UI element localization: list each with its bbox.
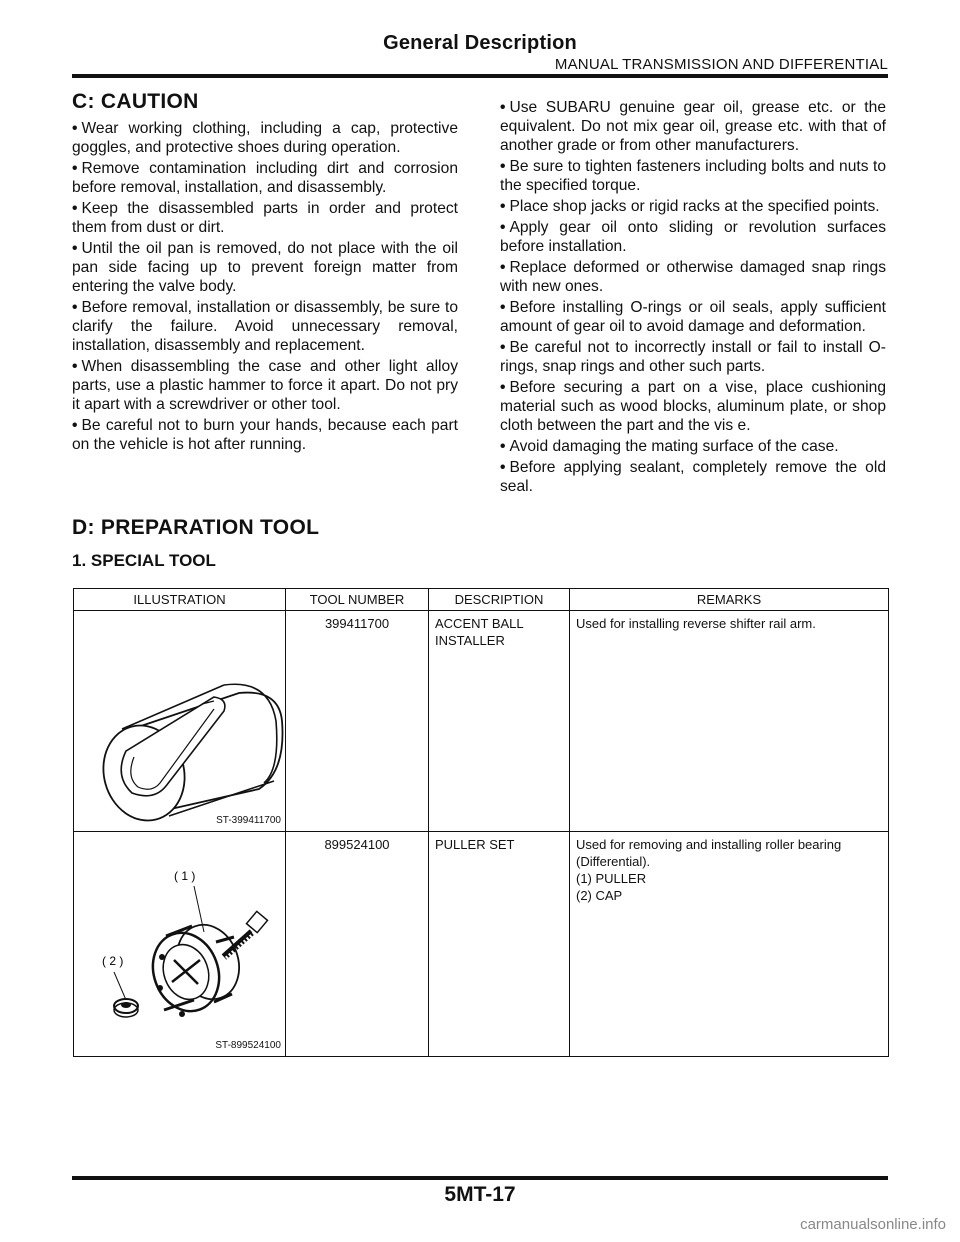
special-tool-heading: 1. SPECIAL TOOL [72,551,216,570]
caution-item: •Before applying sealant, completely rem… [500,459,886,495]
footer-rule [72,1176,888,1180]
header-tool-number: TOOL NUMBER [285,588,429,611]
prep-heading: D: PREPARATION TOOL [72,516,320,539]
tool-remarks: Used for removing and installing roller … [569,831,889,1057]
caution-left-column: •Wear working clothing, including a cap,… [72,119,458,456]
caution-right-column: •Use SUBARU genuine gear oil, grease etc… [500,98,886,498]
caution-item: •Replace deformed or otherwise damaged s… [500,259,886,295]
table-row: ST-399411700 399411700 ACCENT BALL INSTA… [73,610,889,832]
caution-item: •Remove contamination including dirt and… [72,160,458,196]
illustration-cell: ST-399411700 [73,610,286,832]
puller-set-illustration: ( 1 ) ( 2 ) [102,869,269,1018]
caution-item: •Avoid damaging the mating surface of th… [500,438,839,455]
illustration-caption: ST-399411700 [216,815,281,826]
tool-description: PULLER SET [428,831,570,1057]
page-number: 5MT-17 [444,1183,516,1206]
header-description: DESCRIPTION [428,588,570,611]
caution-item: •Apply gear oil onto sliding or revoluti… [500,219,886,255]
caution-item: •Until the oil pan is removed, do not pl… [72,240,458,295]
caution-item: •Keep the disassembled parts in order an… [72,200,458,236]
tool-description: ACCENT BALL INSTALLER [428,610,570,832]
callout-2: ( 2 ) [102,954,123,968]
callout-1: ( 1 ) [174,869,195,883]
header-title: General Description [383,32,577,54]
header-illustration: ILLUSTRATION [73,588,286,611]
caution-item: •Place shop jacks or rigid racks at the … [500,198,880,215]
accent-ball-installer-illustration [102,683,284,822]
caution-heading: C: CAUTION [72,90,199,113]
caution-item: •Before securing a part on a vise, place… [500,379,886,434]
tool-number: 899524100 [285,831,429,1057]
caution-item: •Wear working clothing, including a cap,… [72,120,458,156]
table-row: ( 1 ) ( 2 ) [73,831,889,1057]
caution-item: •When disassembling the case and other l… [72,358,458,413]
table-header-row: ILLUSTRATION TOOL NUMBER DESCRIPTION REM… [73,588,889,611]
tool-number: 399411700 [285,610,429,832]
watermark: carmanualsonline.info [800,1216,946,1233]
caution-item: •Be careful not to incorrectly install o… [500,339,886,375]
caution-item: •Before removal, installation or disasse… [72,299,458,354]
header-subtitle: MANUAL TRANSMISSION AND DIFFERENTIAL [554,56,888,73]
illustration-caption: ST-899524100 [215,1040,281,1051]
special-tool-table: ILLUSTRATION TOOL NUMBER DESCRIPTION REM… [73,588,889,1057]
caution-item: •Use SUBARU genuine gear oil, grease etc… [500,99,886,154]
caution-item: •Be careful not to burn your hands, beca… [72,417,458,453]
tool-remarks: Used for installing reverse shifter rail… [569,610,889,832]
caution-item: •Be sure to tighten fasteners including … [500,158,886,194]
header-remarks: REMARKS [569,588,889,611]
illustration-cell: ( 1 ) ( 2 ) [73,831,286,1057]
header-rule [72,74,888,78]
caution-item: •Before installing O-rings or oil seals,… [500,299,886,335]
